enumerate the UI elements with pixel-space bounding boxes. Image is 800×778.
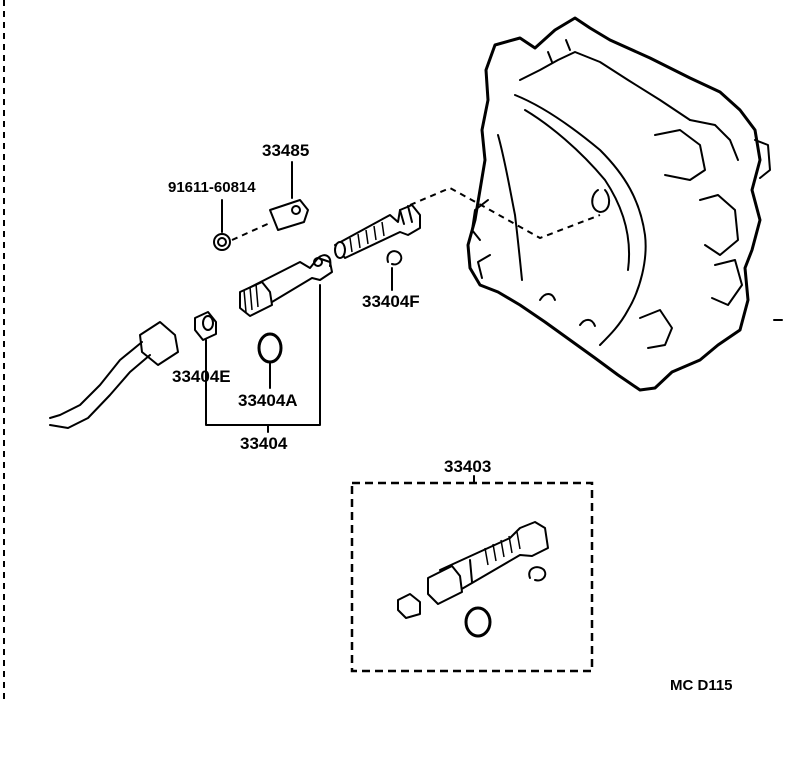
kit-33403-parts: [397, 521, 549, 638]
kit-box-33403: [350, 481, 594, 673]
label-33404F: 33404F: [362, 292, 420, 311]
ref-line-case: [409, 186, 601, 240]
bracket-33404: [205, 284, 321, 426]
o-ring-33404A: [257, 332, 283, 364]
label-33485: 33485: [262, 141, 309, 160]
bolt-91611-60814: [213, 233, 231, 251]
label-33403: 33403: [444, 457, 491, 476]
label-33404A: 33404A: [238, 391, 298, 410]
lock-plate-33485: [269, 199, 309, 231]
ref-line-bolt-plate: [231, 221, 273, 241]
clip-33404F: [386, 250, 403, 266]
oil-seal-33404E: [194, 311, 217, 341]
label-91611-60814: 91611-60814: [168, 179, 256, 196]
transmission-case: [466, 16, 771, 392]
diagram-code: MC D115: [670, 677, 733, 694]
speedometer-cable: [49, 321, 179, 429]
driven-gear-sleeve: [239, 254, 333, 317]
label-33404E: 33404E: [172, 367, 231, 386]
driven-gear-shaft: [334, 204, 421, 259]
label-33404: 33404: [240, 434, 288, 453]
